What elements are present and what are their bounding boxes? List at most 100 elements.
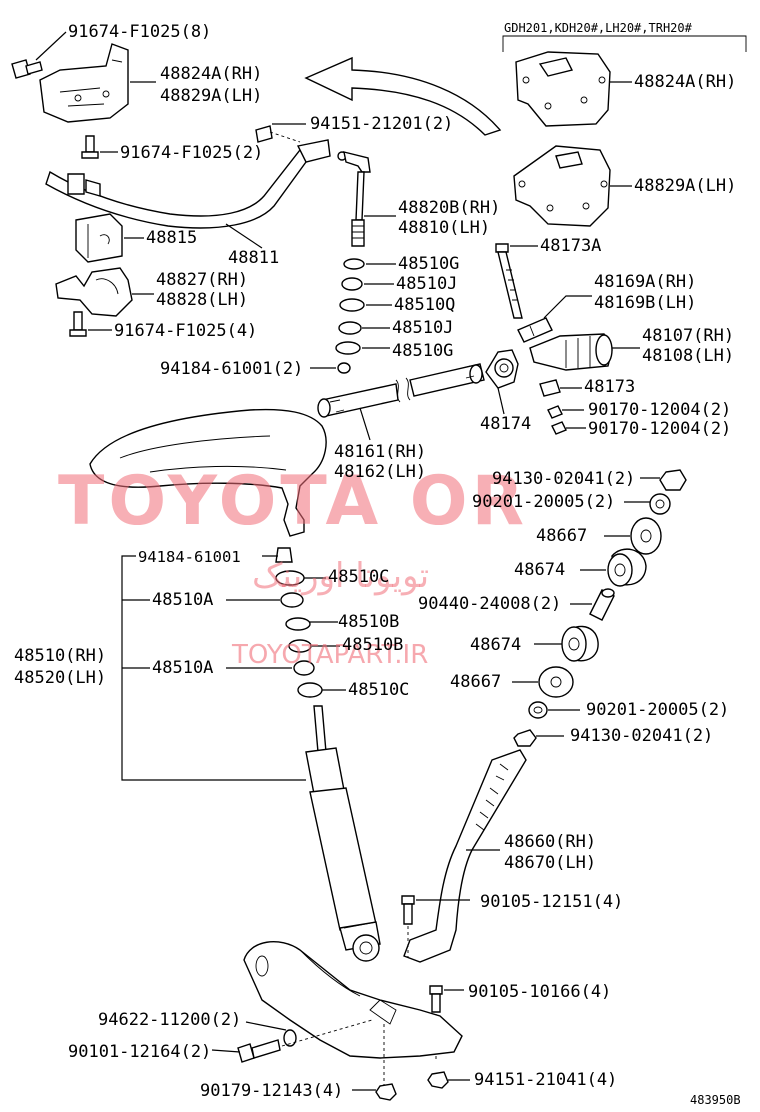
part-label[interactable]: 48510G: [398, 254, 460, 274]
stabilizer-link-48820b: [337, 151, 371, 247]
part-label[interactable]: 48824A(RH): [160, 64, 263, 84]
strut-bar-48660: [403, 749, 527, 963]
variant-note: GDH201,KDH20#,LH20#,TRH20#: [504, 21, 692, 35]
part-label[interactable]: 48670(LH): [504, 853, 597, 873]
part-label[interactable]: 48510(RH): [14, 646, 107, 666]
part-label[interactable]: 90201-20005(2): [586, 700, 730, 720]
variant-bracket: [502, 35, 747, 52]
part-label[interactable]: 91674-F1025(8): [68, 22, 212, 42]
part-label[interactable]: 48660(RH): [504, 832, 597, 852]
hex-nut-94130-bottom: [513, 729, 537, 747]
part-label[interactable]: 48667: [450, 672, 502, 692]
part-label[interactable]: 48810(LH): [398, 218, 491, 238]
part-label[interactable]: 48510G: [392, 341, 454, 361]
part-label[interactable]: 48510B: [342, 635, 404, 655]
part-label[interactable]: 90170-12004(2): [588, 400, 732, 420]
bushing-48674-top: [607, 548, 647, 587]
part-label[interactable]: 90179-12143(4): [200, 1081, 344, 1101]
bolt-94151-21201: [255, 125, 273, 143]
part-label[interactable]: 48510A: [152, 590, 214, 610]
nut-94151-21041: [427, 1071, 449, 1089]
part-label[interactable]: 48510J: [392, 318, 454, 338]
part-label[interactable]: 48827(RH): [156, 270, 249, 290]
anchor-arm-48174: [485, 349, 519, 389]
retainer-48667-top: [630, 517, 662, 555]
direction-arrow: [304, 56, 502, 136]
part-label[interactable]: 48510C: [328, 567, 390, 587]
bushing-48674-bottom: [561, 625, 599, 662]
shock-absorber-48510: [305, 705, 381, 962]
part-label[interactable]: 48510Q: [394, 295, 456, 315]
part-label[interactable]: 48510A: [152, 658, 214, 678]
part-label[interactable]: 48674: [470, 635, 522, 655]
part-label[interactable]: 48510C: [348, 680, 410, 700]
bracket-48824a-right: [515, 51, 611, 127]
bolt-90101: [237, 1039, 281, 1063]
part-label[interactable]: 48815: [146, 228, 198, 248]
spacer-94622: [283, 1029, 297, 1047]
block-48173: [539, 379, 561, 397]
torsion-bar-48161: [317, 363, 485, 418]
part-label[interactable]: 48169A(RH): [594, 272, 697, 292]
part-label[interactable]: 94184-61001(2): [160, 359, 304, 379]
part-label[interactable]: 48169B(LH): [594, 293, 697, 313]
bushing-48815: [75, 213, 123, 263]
part-label[interactable]: 91674-F1025(4): [114, 321, 258, 341]
part-label[interactable]: 48829A(LH): [634, 176, 737, 196]
clip-48169a: [517, 317, 553, 343]
bolt-90105-10166: [429, 985, 443, 1013]
part-label[interactable]: 48108(LH): [642, 346, 735, 366]
part-label[interactable]: 48174: [480, 414, 532, 434]
part-label[interactable]: 48811: [228, 248, 280, 268]
part-label[interactable]: 48674: [514, 560, 566, 580]
washer-90201-top: [649, 493, 671, 515]
part-label[interactable]: 94151-21201(2): [310, 114, 454, 134]
part-label[interactable]: 90105-10166(4): [468, 982, 612, 1002]
nuts-90170: [547, 405, 567, 435]
part-label[interactable]: 90201-20005(2): [472, 492, 616, 512]
bolt-91674-f1025-4: [69, 311, 87, 337]
washer-stack-upper: [335, 258, 365, 374]
figure-code: 483950B: [690, 1093, 741, 1107]
part-label[interactable]: 48173A: [540, 236, 602, 256]
part-label[interactable]: 90105-12151(4): [480, 892, 624, 912]
part-label[interactable]: 48173: [584, 377, 636, 397]
part-label[interactable]: 48161(RH): [334, 442, 427, 462]
part-label[interactable]: 94130-02041(2): [492, 469, 636, 489]
bracket-48827: [55, 267, 133, 317]
part-label[interactable]: 48510B: [338, 612, 400, 632]
part-label[interactable]: 48107(RH): [642, 326, 735, 346]
part-label[interactable]: 94622-11200(2): [98, 1010, 242, 1030]
part-label[interactable]: 48828(LH): [156, 290, 249, 310]
part-label[interactable]: 90101-12164(2): [68, 1042, 212, 1062]
part-label[interactable]: 90170-12004(2): [588, 419, 732, 439]
part-label[interactable]: 94130-02041(2): [570, 726, 714, 746]
washer-90201-bottom: [528, 701, 548, 719]
part-label[interactable]: 94184-61001: [138, 548, 241, 566]
watermark-farsi: تویوتا اورینک: [252, 556, 430, 596]
part-label[interactable]: 48829A(LH): [160, 86, 263, 106]
part-label[interactable]: 48520(LH): [14, 668, 107, 688]
stabilizer-bar-48811: [45, 139, 331, 229]
part-label[interactable]: 90440-24008(2): [418, 594, 562, 614]
part-label[interactable]: 48667: [536, 526, 588, 546]
bolt-48173a: [495, 243, 523, 319]
hex-nut-94130-top: [659, 469, 687, 491]
part-label[interactable]: 48824A(RH): [634, 72, 737, 92]
bracket-48829a-right: [513, 145, 611, 227]
part-label[interactable]: 91674-F1025(2): [120, 143, 264, 163]
bolt-90105-12151: [401, 895, 415, 925]
part-label[interactable]: 94151-21041(4): [474, 1070, 618, 1090]
watermark-brand: TOYOTA OR: [58, 462, 528, 541]
part-label[interactable]: 48820B(RH): [398, 198, 501, 218]
bolt-91674-f1025-8: [11, 59, 43, 79]
bracket-48824a-left: [39, 43, 129, 123]
part-label[interactable]: 48510J: [396, 274, 458, 294]
nut-90179: [375, 1083, 397, 1101]
part-label[interactable]: 48162(LH): [334, 462, 427, 482]
shock-mount-stack: [275, 547, 323, 698]
collar-90440: [589, 588, 615, 621]
watermark-site: TOYOTAPART.IR: [232, 640, 429, 670]
